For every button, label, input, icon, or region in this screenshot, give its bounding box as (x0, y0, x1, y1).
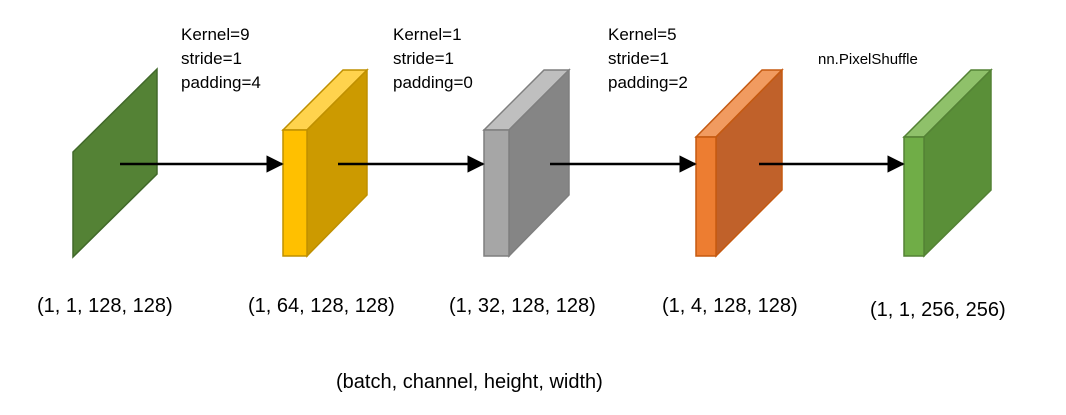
shape-label-conv2: (1, 32, 128, 128) (449, 295, 596, 317)
layer2-padding: padding=0 (393, 73, 473, 92)
output-block (902, 68, 993, 258)
conv2-block (482, 68, 571, 258)
layer2-stride: stride=1 (393, 49, 454, 68)
shape-label-input: (1, 1, 128, 128) (37, 295, 173, 317)
layer2-kernel: Kernel=1 (393, 25, 462, 44)
layer3-kernel: Kernel=5 (608, 25, 677, 44)
shape-label-output: (1, 1, 256, 256) (870, 299, 1006, 321)
layer1-padding: padding=4 (181, 73, 261, 92)
layer1-stride: stride=1 (181, 49, 242, 68)
conv1-block (281, 68, 369, 258)
layer1-kernel: Kernel=9 (181, 25, 250, 44)
layer3-stride: stride=1 (608, 49, 669, 68)
conv3-block (694, 68, 784, 258)
dimension-legend: (batch, channel, height, width) (336, 371, 603, 393)
pixelshuffle-label: nn.PixelShuffle (818, 51, 918, 68)
input-block (72, 67, 158, 259)
layer3-padding: padding=2 (608, 73, 688, 92)
shape-label-conv3: (1, 4, 128, 128) (662, 295, 798, 317)
shape-label-conv1: (1, 64, 128, 128) (248, 295, 395, 317)
